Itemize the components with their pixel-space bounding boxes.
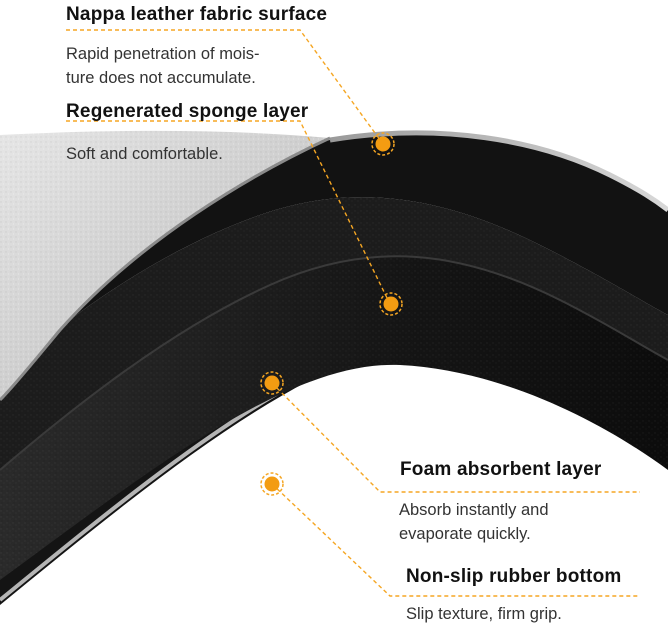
foam-desc-line2: evaporate quickly.	[399, 525, 531, 543]
leader-sponge	[66, 120, 391, 305]
marker-rubber	[260, 472, 284, 496]
sponge-title: Regenerated sponge layer	[66, 101, 309, 122]
leader-lines	[66, 29, 640, 597]
rubber-desc: Slip texture, firm grip.	[406, 605, 562, 623]
nappa-desc-line2: ture does not accumulate.	[66, 69, 256, 87]
nappa-title: Nappa leather fabric surface	[66, 4, 328, 25]
marker-nappa	[371, 132, 395, 156]
sponge-desc: Soft and comfortable.	[66, 145, 223, 163]
leader-foam	[271, 382, 640, 493]
rubber-title: Non-slip rubber bottom	[406, 566, 622, 587]
foam-desc-line1: Absorb instantly and	[399, 501, 549, 519]
foam-title: Foam absorbent layer	[400, 459, 602, 480]
leader-rubber	[271, 483, 640, 597]
leader-nappa	[66, 29, 384, 145]
marker-sponge	[379, 292, 403, 316]
marker-foam	[260, 371, 284, 395]
nappa-desc-line1: Rapid penetration of mois-	[66, 45, 260, 63]
